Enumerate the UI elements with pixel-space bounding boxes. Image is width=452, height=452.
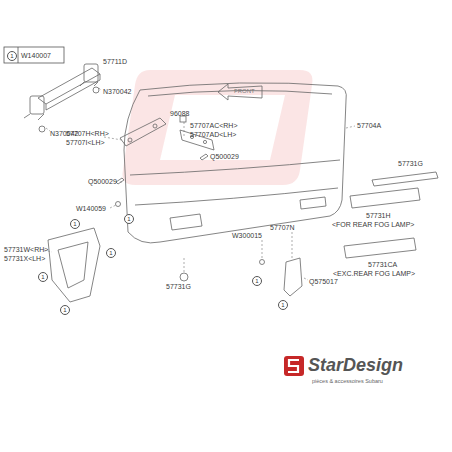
part-number: W140007 bbox=[21, 52, 51, 59]
note: <EXC.REAR FOG LAMP> bbox=[333, 270, 415, 277]
part-number: 57731X<LH> bbox=[4, 255, 45, 262]
part-number: Q575017 bbox=[309, 278, 338, 285]
callout-circle: 1 bbox=[252, 276, 262, 286]
part-number: 57707AD<LH> bbox=[190, 131, 236, 138]
callout-circle: 1 bbox=[38, 272, 48, 282]
brand-tagline: pièces & accessoires Subaru bbox=[312, 379, 383, 385]
note: <FOR REAR FOG LAMP> bbox=[332, 221, 414, 228]
part-number: 57707I<LH> bbox=[66, 139, 105, 146]
callout-circle: 1 bbox=[60, 305, 70, 315]
part-number: 57704A bbox=[357, 122, 381, 129]
part-number: 57711D bbox=[103, 58, 127, 65]
part-number: 57707H<RH> bbox=[66, 130, 109, 137]
callout-circle: 1 bbox=[70, 219, 80, 229]
callout-circle: 1 bbox=[7, 51, 17, 61]
part-number: 57731H bbox=[366, 212, 391, 219]
part-number: N370042 bbox=[103, 88, 131, 95]
part-number: 96088 bbox=[170, 110, 189, 117]
callout-circle: 1 bbox=[124, 214, 134, 224]
part-number: 57731G bbox=[398, 160, 423, 167]
front-arrow-label: FRONT bbox=[234, 88, 255, 94]
part-number: W300015 bbox=[232, 232, 262, 239]
part-number: 57707AC<RH> bbox=[190, 122, 237, 129]
part-number: 57731W<RH> bbox=[4, 246, 48, 253]
part-number: 57707N bbox=[270, 224, 295, 231]
callout-circle: 1 bbox=[278, 300, 288, 310]
part-number: 57731G bbox=[166, 283, 191, 290]
part-number: 57731CA bbox=[368, 261, 397, 268]
part-number: W140059 bbox=[76, 205, 106, 212]
part-number: Q500029 bbox=[88, 178, 117, 185]
callout-circle: 1 bbox=[106, 248, 116, 258]
part-number: Q500029 bbox=[210, 153, 239, 160]
brand-logo: StarDesign bbox=[308, 356, 403, 374]
